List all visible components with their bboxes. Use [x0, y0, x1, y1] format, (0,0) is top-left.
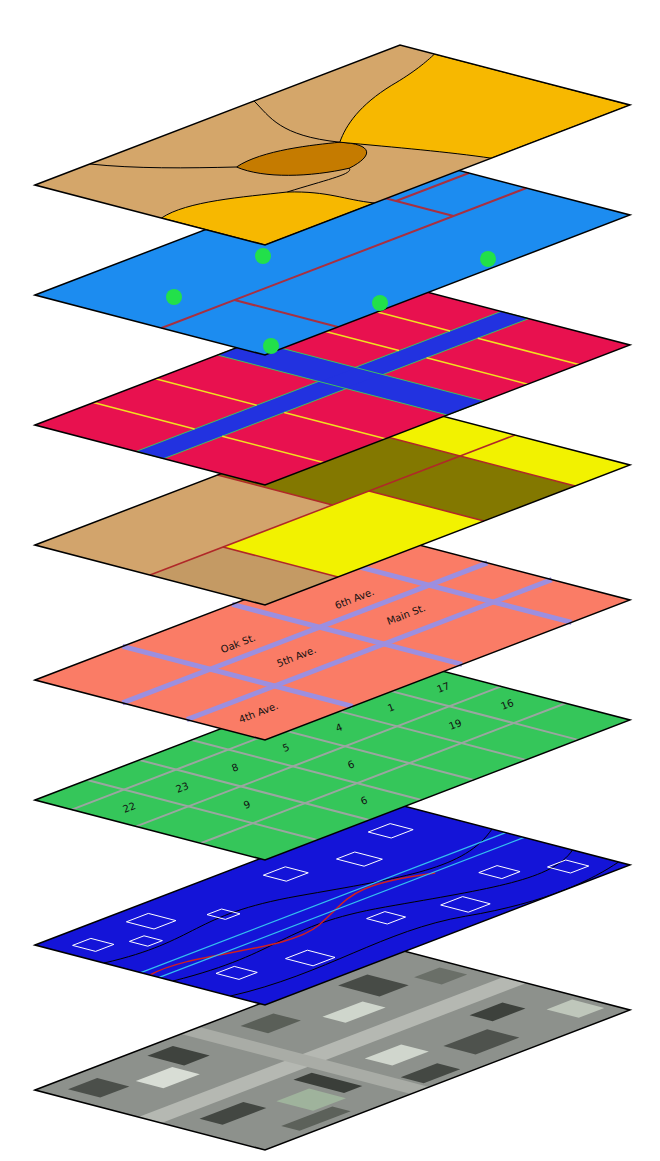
planimetric-layer [35, 805, 630, 1005]
aerial-photo-layer [35, 950, 630, 1150]
utility-points [166, 248, 496, 354]
soil-layer [35, 45, 630, 245]
